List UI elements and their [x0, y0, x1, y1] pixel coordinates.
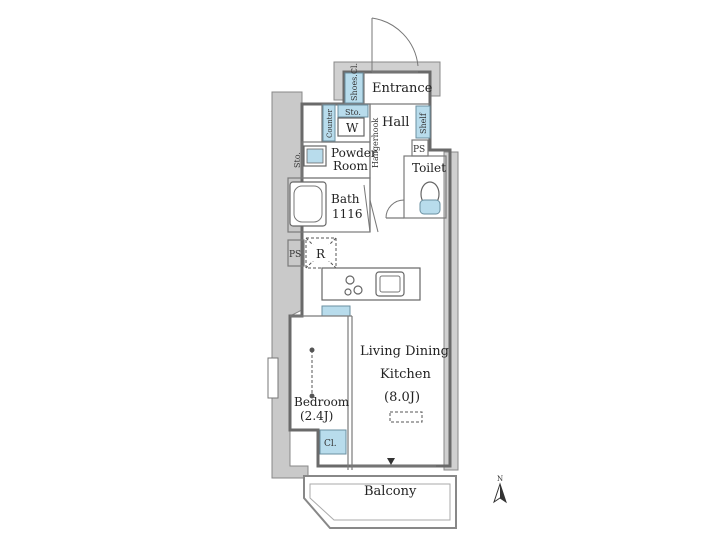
- shoes-closet-label: Shoes.Cl.: [350, 63, 359, 101]
- ldk-label-2: Kitchen: [380, 367, 431, 382]
- toilet-label: Toilet: [412, 161, 446, 175]
- bath-room: [287, 177, 371, 233]
- bedroom-label-1: Bedroom: [294, 395, 350, 409]
- bedroom-storage-top: [321, 305, 351, 317]
- ps-left-label: PS: [289, 250, 301, 260]
- balcony-outline: [303, 475, 457, 529]
- north-arrow-icon: [493, 482, 507, 504]
- hanger-hook-label: Hangerhook: [371, 118, 380, 168]
- bedroom-window: [267, 357, 279, 399]
- refrigerator-label: R: [316, 247, 326, 261]
- toilet-room: [403, 155, 447, 219]
- shelf: [415, 105, 431, 139]
- washer-label: W: [346, 121, 359, 135]
- bath-label-1: Bath: [331, 192, 360, 206]
- shoes-closet: [344, 72, 364, 104]
- ldk-light-fixture: [389, 411, 423, 423]
- ps-left: [287, 239, 305, 267]
- ps-top-label: PS: [413, 145, 425, 155]
- shelf-label: Shelf: [419, 112, 428, 134]
- washer-space: [337, 117, 365, 137]
- north-label: N: [497, 475, 503, 483]
- closet: [319, 429, 347, 455]
- hall-label: Hall: [382, 115, 409, 130]
- powder-room-label-2: Room: [333, 159, 368, 173]
- stove-burner[interactable]: [345, 275, 355, 285]
- closet-label: Cl.: [324, 439, 337, 449]
- storage-wash-label: Sto.: [345, 108, 361, 117]
- unit-outline: [288, 70, 452, 468]
- ldk-label-3: (8.0J): [384, 390, 420, 405]
- balcony-label: Balcony: [364, 484, 417, 499]
- counter-label: Counter: [326, 108, 334, 138]
- bedroom-label-2: (2.4J): [300, 409, 333, 423]
- storage-wash: [337, 104, 369, 118]
- entrance-label: Entrance: [372, 81, 433, 96]
- counter: [322, 104, 336, 142]
- bathtub[interactable]: [289, 181, 327, 227]
- ldk-label-1: Living Dining: [360, 344, 449, 359]
- bath-label-2: 1116: [332, 207, 363, 221]
- entrance-door[interactable]: [371, 17, 419, 73]
- refrigerator-space: [305, 237, 337, 269]
- kitchen-counter: [321, 267, 421, 301]
- balcony-door-marker: [387, 458, 395, 465]
- storage-bath-label: Sto.: [293, 152, 302, 168]
- kitchen-sink[interactable]: [375, 271, 405, 297]
- powder-room-label-1: Powder: [331, 146, 377, 160]
